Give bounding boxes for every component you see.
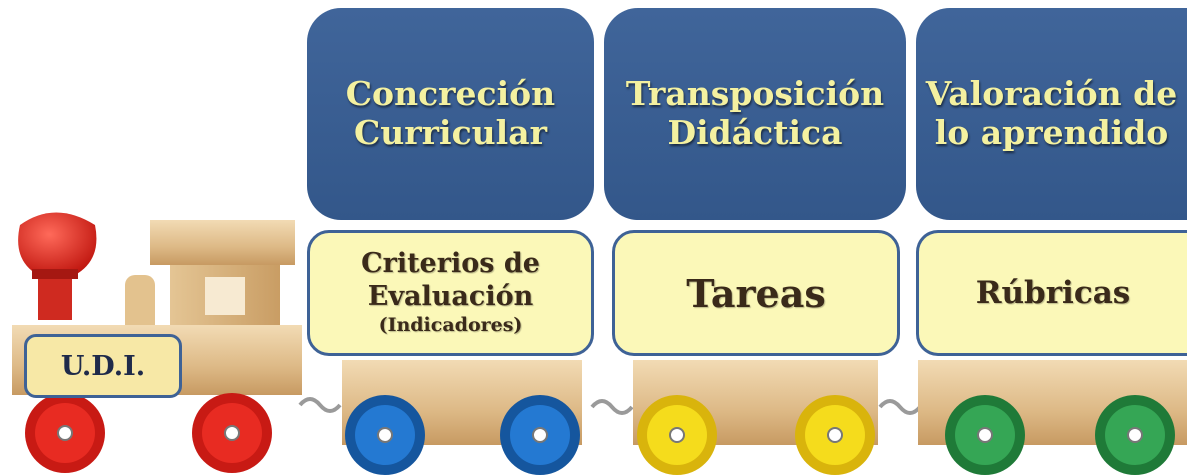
heading-line: Didáctica [667, 113, 843, 152]
wagon-wheel-blue [500, 395, 580, 475]
heading-line: Valoración de [925, 74, 1178, 114]
heading-box-concrecion: Concreción Curricular [307, 8, 594, 220]
wagon-wheel-yellow [795, 395, 875, 475]
coupling-icon [298, 397, 342, 413]
coupling-icon [590, 399, 634, 415]
coupling-icon [878, 399, 922, 415]
label-box-tareas: Tareas [612, 230, 900, 356]
heading-line: Curricular [354, 113, 547, 152]
label-box-rubricas: Rúbricas [916, 230, 1187, 356]
engine-wheel [25, 393, 105, 473]
heading-line: lo aprendido [934, 113, 1169, 152]
heading-line: Concreción [345, 74, 556, 114]
wagon-wheel-green [945, 395, 1025, 475]
engine-chimney [18, 212, 97, 320]
engine-wheel [192, 393, 272, 473]
wagon-wheel-yellow [637, 395, 717, 475]
label-line: Evaluación [367, 280, 534, 312]
label-line: Rúbricas [975, 275, 1131, 311]
wagon-wheel-green [1095, 395, 1175, 475]
label-line: Criterios de [361, 248, 540, 280]
heading-line: Transposición [625, 74, 885, 114]
label-sublabel: (Indicadores) [378, 314, 523, 337]
heading-box-valoracion: Valoración de lo aprendido [916, 8, 1187, 220]
engine-label-udi: U.D.I. [24, 334, 182, 398]
label-box-criterios: Criterios de Evaluación (Indicadores) [307, 230, 594, 356]
label-line: Tareas [686, 270, 826, 316]
engine-label-text: U.D.I. [60, 350, 146, 382]
heading-box-transposicion: Transposición Didáctica [604, 8, 906, 220]
wooden-train-illustration [12, 212, 1187, 475]
wagon-wheel-blue [345, 395, 425, 475]
